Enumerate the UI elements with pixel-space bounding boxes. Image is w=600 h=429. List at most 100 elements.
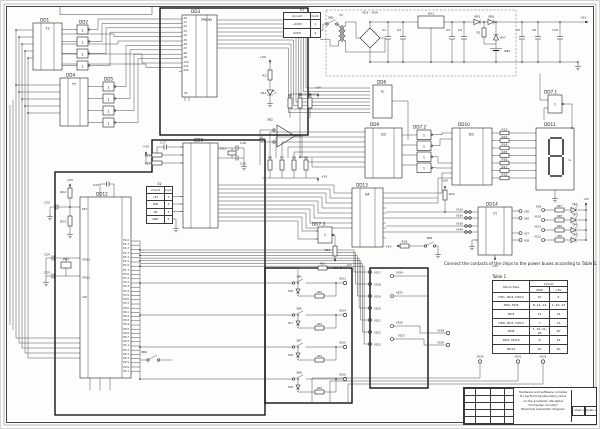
gate-symbol: 1 <box>107 86 109 90</box>
fn-dd14: TT <box>492 212 498 216</box>
ic-dd9 <box>362 127 405 179</box>
diode-vd5 <box>473 18 481 26</box>
label-xs19: XS19 <box>374 295 381 299</box>
label-c18: C18 <box>240 141 246 145</box>
revision-grid <box>464 388 514 424</box>
label-r9: R9 <box>304 156 308 160</box>
label-dd11: DD11 <box>544 122 556 127</box>
pin-rst: RST <box>82 207 87 211</box>
gate-symbol: 1 <box>81 65 83 69</box>
label-c23: C23 <box>93 183 99 187</box>
label-r28: R28 <box>557 214 562 218</box>
label-c1: C1 <box>382 28 386 32</box>
sheet-cell: Sheet 1 <box>572 406 586 416</box>
label-xs30: XS30 <box>477 355 484 359</box>
label-sb2: SB2 <box>267 118 273 122</box>
label-r21: R21 <box>449 192 455 196</box>
label-r3: R3 <box>288 94 292 98</box>
label-xs24: XS24 <box>396 271 403 275</box>
label-r31: R31 <box>320 262 325 266</box>
label-plus5-rail: +5V <box>580 16 587 20</box>
gate-symbol: 1 <box>107 110 109 114</box>
label-c19: C19 <box>240 162 246 166</box>
pin-cs: CS <box>184 91 188 95</box>
table1-cell: 8, 11, 14 <box>529 300 550 311</box>
label-c8: C8 <box>532 28 536 32</box>
connector-x2-label: X2 <box>157 182 162 186</box>
resistor-r6 <box>267 159 273 171</box>
wire-dd12-buses <box>45 184 369 390</box>
label-hl6: HL6 <box>288 289 293 293</box>
label-hl8: HL8 <box>288 353 293 357</box>
fn-dd9: CD <box>381 133 386 137</box>
x2-row-circuit: DP <box>146 207 165 216</box>
ic-dd3 <box>179 14 220 101</box>
label-r34: R34 <box>317 354 322 358</box>
label-xs16: XS16 <box>339 373 346 377</box>
ic-dd12 <box>77 196 132 379</box>
regulator-da1-box <box>417 15 445 29</box>
label-xs17: XS17 <box>374 271 381 275</box>
resistor-r19 <box>151 152 163 158</box>
x1-row-circuit: 220V <box>283 28 311 38</box>
pin-xtal2: XTAL2 <box>82 258 90 262</box>
resistor-r8 <box>291 159 297 171</box>
label-r23: R23 <box>60 220 66 224</box>
doc-number-stamp <box>59 6 153 15</box>
wire-bus-dd3-dd6 <box>220 19 409 140</box>
gate-symbol: 1 <box>324 233 326 237</box>
gate-symbol: 1 <box>423 145 425 149</box>
gate-symbol: 1 <box>554 103 556 107</box>
wire-power-supply <box>320 21 585 64</box>
label-xs3a: XS3A <box>456 222 463 226</box>
label-hl1: HL1 <box>261 91 267 95</box>
label-vd7: VD7 <box>500 36 506 40</box>
label-vd1-vd4: VD1 - VD4 <box>362 11 378 15</box>
capacitor-c22 <box>55 204 59 210</box>
ic-dd7-2 <box>416 129 433 173</box>
table1-cell: DD3 <box>491 309 531 319</box>
transformer-t1 <box>338 25 346 42</box>
x1-row-circuit: ~220V <box>283 19 311 29</box>
table1-cell: DD12 <box>491 343 531 354</box>
table1-cell: DD8 <box>491 326 531 337</box>
label-xs4a: XS4A <box>456 228 463 232</box>
label-c4: C4 <box>458 28 462 32</box>
label-dd12: DD12 <box>96 192 108 197</box>
wire-display-chain <box>386 74 573 204</box>
label-xs8: XS8 <box>524 239 529 243</box>
switch-sb4 <box>146 354 161 362</box>
label-xs31: XS31 <box>515 355 522 359</box>
label-r15: R15 <box>502 150 508 154</box>
label-r16: R16 <box>502 158 508 162</box>
label-sb3: SB3 <box>427 236 433 240</box>
label-xs15: XS15 <box>339 341 346 345</box>
resistor-r31 <box>317 265 328 271</box>
ic-dd13 <box>351 187 386 248</box>
table1-cell: 7 <box>529 317 550 328</box>
table1-cell: 20 <box>548 326 569 337</box>
ic-dd11 <box>533 127 575 191</box>
label-xs7: XS7 <box>524 232 529 236</box>
switch-led-rows <box>291 265 347 395</box>
label-plus5: +5V <box>583 197 589 201</box>
fn-dd6: & <box>381 90 384 94</box>
table1-cell: DD1, DD4, DD14 <box>491 292 531 302</box>
label-hl2: HL2 <box>572 202 577 206</box>
gate-symbol: 1 <box>423 167 425 171</box>
label-r5: R5 <box>308 94 312 98</box>
label-r2: R2 <box>263 74 267 78</box>
table1-cell: 7, 19, 21, 28 <box>529 326 550 337</box>
label-c22: C22 <box>44 201 50 205</box>
label-r14: R14 <box>502 143 508 147</box>
label-dd1: DD1 <box>40 18 49 23</box>
x1-row-cont: 2 <box>310 28 321 38</box>
table1-cell: 8 <box>529 335 550 345</box>
labels: DD1 DD2 DD3 DD4 DD5 DD6 DD7.1 DD7.2 DD7.… <box>40 9 589 390</box>
label-sb6: SB6 <box>296 307 301 311</box>
label-dd2: DD2 <box>79 20 88 25</box>
resistor-r1 <box>481 27 487 38</box>
sheets-cell: Sheets 1 <box>584 406 597 416</box>
